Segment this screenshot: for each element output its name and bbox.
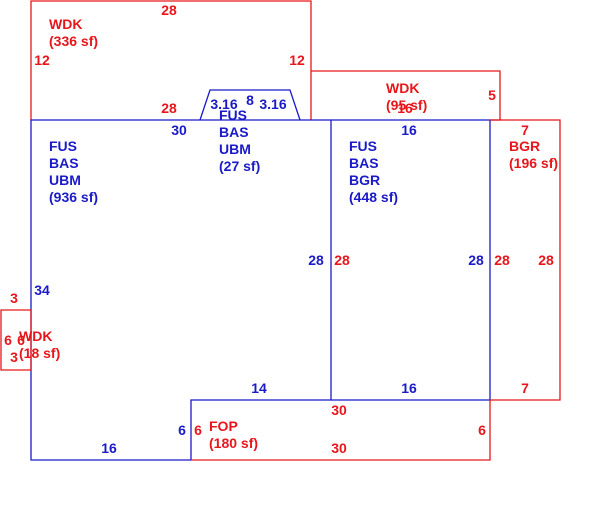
dim-bgr-room-top: 16 (401, 122, 417, 138)
dim-wdk-small-bottom: 3 (10, 349, 18, 365)
dim-fop-bottom: 30 (331, 440, 347, 456)
wdk-small-outline (0, 309, 32, 371)
dim-main-left: 34 (34, 282, 50, 298)
wdk-top-outline (30, 0, 312, 120)
area-label-wdk-small: WDK(18 sf) (19, 328, 60, 361)
area-label-wdk-top: WDK(336 sf) (49, 16, 98, 49)
dim-bgr-room-bottom: 16 (401, 380, 417, 396)
dim-bgr-bottom: 7 (521, 380, 529, 396)
dim-main-right: 28 (308, 252, 324, 268)
dim-main-bottom: 16 (101, 440, 117, 456)
dim-fop-left: 6 (194, 422, 202, 438)
dim-wdk-right-right: 5 (488, 87, 496, 103)
dim-wdk-top-left: 12 (34, 52, 50, 68)
fop-outline (191, 400, 491, 461)
dim-wdk-small-top: 3 (10, 290, 18, 306)
dim-bgr-left: 28 (494, 252, 510, 268)
area-label-bgr: BGR(196 sf) (509, 138, 558, 171)
bgr-outline (490, 119, 561, 401)
dim-wdk-top-top: 28 (161, 2, 177, 18)
dim-main-top: 30 (171, 122, 187, 138)
area-label-wdk-right: WDK(95 sf) (386, 80, 427, 113)
bay-window-outline (199, 89, 301, 121)
dim-fop-top: 30 (331, 402, 347, 418)
fus-main-outline (30, 119, 332, 461)
dim-fop-right: 6 (478, 422, 486, 438)
dim-main-notch: 6 (178, 422, 186, 438)
dim-bgr-room-right: 28 (468, 252, 484, 268)
fus-bgr-outline (331, 119, 491, 401)
dim-wdk-top-right: 12 (289, 52, 305, 68)
area-label-fop: FOP(180 sf) (209, 418, 258, 451)
dim-wdk-top-bottom: 28 (161, 100, 177, 116)
dim-bgr-top: 7 (521, 122, 529, 138)
dim-bgr-room-left: 28 (334, 252, 350, 268)
dim-bay-left: 3.16 (210, 96, 237, 112)
dim-main-step: 14 (251, 380, 267, 396)
dim-bay-front: 8 (246, 92, 254, 108)
dim-bgr-right: 28 (538, 252, 554, 268)
dim-bay-right: 3.16 (259, 96, 286, 112)
dim-wdk-small-left: 6 (4, 332, 12, 348)
dim-wdk-small-right: 6 (17, 332, 25, 348)
dim-wdk-right-bottom: 16 (397, 100, 413, 116)
